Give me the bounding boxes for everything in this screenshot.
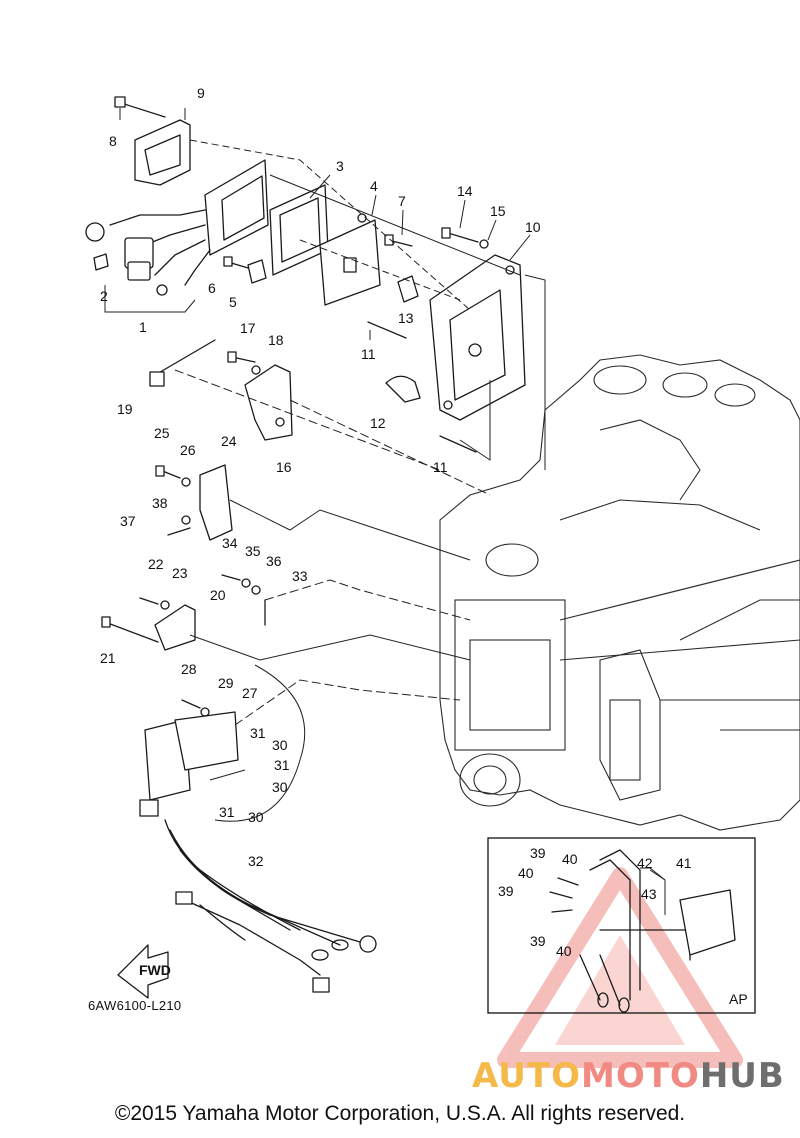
callout-43: 43 bbox=[641, 886, 657, 902]
bracket-10 bbox=[429, 227, 526, 421]
callout-15: 15 bbox=[490, 203, 506, 219]
callout-11a: 11 bbox=[361, 346, 376, 362]
callout-39b: 39 bbox=[498, 883, 514, 899]
callout-40c: 40 bbox=[556, 943, 572, 959]
fasteners-5-6-7 bbox=[223, 234, 413, 284]
cover-4 bbox=[319, 213, 381, 306]
sensor-harness-27-32 bbox=[139, 699, 377, 993]
fwd-arrow-icon: FWD bbox=[117, 944, 171, 999]
callout-23: 23 bbox=[172, 565, 188, 581]
callout-22: 22 bbox=[148, 556, 164, 572]
callout-30a: 30 bbox=[272, 737, 288, 753]
leader-lines bbox=[104, 108, 666, 915]
callout-labels: 1 2 3 4 5 6 7 8 9 10 11 11 12 13 14 15 1… bbox=[100, 85, 748, 1007]
bracket-20 bbox=[101, 574, 266, 651]
callout-36: 36 bbox=[266, 553, 282, 569]
callout-39a: 39 bbox=[530, 845, 546, 861]
callout-10: 10 bbox=[525, 219, 541, 235]
callout-40a: 40 bbox=[562, 851, 578, 867]
callout-2: 2 bbox=[100, 288, 108, 304]
callout-16: 16 bbox=[276, 459, 292, 475]
bracket-24 bbox=[155, 464, 233, 541]
callout-6: 6 bbox=[208, 280, 216, 296]
copyright-notice: ©2015 Yamaha Motor Corporation, U.S.A. A… bbox=[114, 1102, 686, 1125]
callout-7: 7 bbox=[398, 193, 406, 209]
callout-35: 35 bbox=[245, 543, 261, 559]
bracket-16-tie-19 bbox=[149, 339, 293, 441]
callout-21: 21 bbox=[100, 650, 116, 666]
gasket-3 bbox=[269, 184, 329, 276]
watermark-triangle bbox=[497, 867, 743, 1068]
callout-25: 25 bbox=[154, 425, 170, 441]
callout-31a: 31 bbox=[250, 725, 266, 741]
callout-14: 14 bbox=[457, 183, 473, 199]
bracket-9 bbox=[114, 96, 191, 186]
callout-31b: 31 bbox=[274, 757, 290, 773]
callout-32: 32 bbox=[248, 853, 264, 869]
callout-9: 9 bbox=[197, 85, 205, 101]
callout-18: 18 bbox=[268, 332, 284, 348]
watermark-text: AUTOMOTOHUB bbox=[472, 1056, 785, 1096]
callout-39c: 39 bbox=[530, 933, 546, 949]
inset-ap bbox=[487, 837, 756, 1014]
callout-31c: 31 bbox=[219, 804, 235, 820]
drawing-code: 6AW6100-L210 bbox=[88, 998, 182, 1013]
fwd-label: FWD bbox=[139, 962, 171, 978]
callout-4: 4 bbox=[370, 178, 378, 194]
callout-33: 33 bbox=[292, 568, 308, 584]
callout-37: 37 bbox=[120, 513, 136, 529]
callout-26: 26 bbox=[180, 442, 196, 458]
watermark-part-moto: MOTO bbox=[580, 1056, 700, 1096]
callout-8: 8 bbox=[109, 133, 117, 149]
callout-5: 5 bbox=[229, 294, 237, 310]
callout-19: 19 bbox=[117, 401, 133, 417]
callout-11b: 11 bbox=[433, 459, 448, 475]
callout-28: 28 bbox=[181, 661, 197, 677]
callout-24: 24 bbox=[221, 433, 237, 449]
callout-29: 29 bbox=[218, 675, 234, 691]
callout-20: 20 bbox=[210, 587, 226, 603]
callout-38: 38 bbox=[152, 495, 168, 511]
callout-27: 27 bbox=[242, 685, 258, 701]
callout-42: 42 bbox=[637, 855, 653, 871]
callout-30b: 30 bbox=[272, 779, 288, 795]
callout-12: 12 bbox=[370, 415, 386, 431]
callout-40b: 40 bbox=[518, 865, 534, 881]
ties-clamps-11-12-13 bbox=[367, 275, 477, 453]
cdi-unit-assembly bbox=[85, 159, 269, 296]
callout-34: 34 bbox=[222, 535, 238, 551]
callout-13: 13 bbox=[398, 310, 414, 326]
callout-1: 1 bbox=[139, 319, 147, 335]
callout-30c: 30 bbox=[248, 809, 264, 825]
watermark-part-hub: HUB bbox=[699, 1056, 785, 1096]
callout-17: 17 bbox=[240, 320, 256, 336]
inset-label: AP bbox=[729, 991, 748, 1007]
engine-block bbox=[439, 354, 800, 831]
watermark-part-auto: AUTO bbox=[472, 1056, 581, 1096]
callout-41: 41 bbox=[676, 855, 692, 871]
callout-3: 3 bbox=[336, 158, 344, 174]
